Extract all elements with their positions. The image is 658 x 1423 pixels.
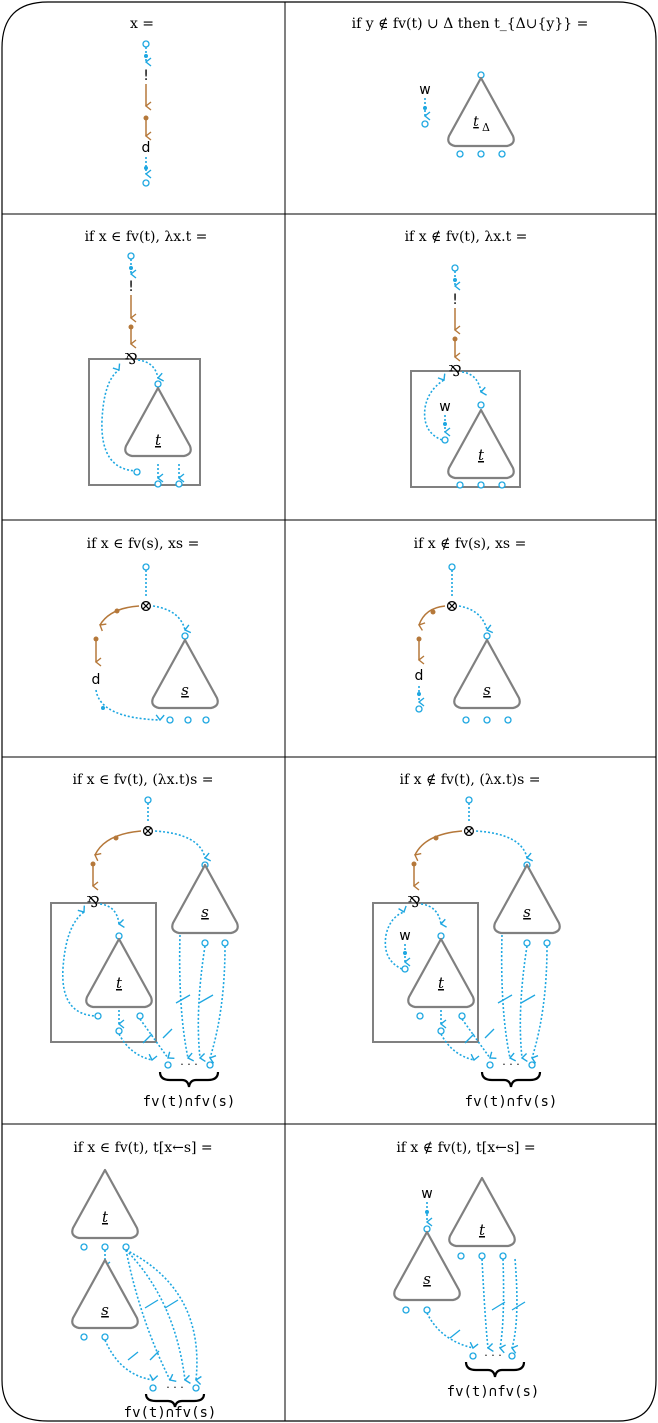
brace	[144, 1393, 206, 1408]
cell-caption: if x ∉ fv(t), (λx.t)s =	[400, 772, 541, 788]
box	[50, 902, 157, 1043]
weak-label: w	[399, 928, 410, 944]
brace	[464, 1361, 526, 1378]
term-s: s	[201, 903, 209, 921]
box	[372, 902, 479, 1043]
cell-es-in: if x ∈ fv(t), t[x←s] = t s · · · fv(t)∩f…	[71, 1140, 217, 1421]
term-t: t	[479, 1221, 486, 1239]
term-s: s	[423, 1270, 431, 1288]
dots: · · ·	[484, 1349, 501, 1362]
fv-intersection: fv(t)∩fv(s)	[143, 1094, 236, 1110]
tensor-label: ⊗	[141, 821, 154, 840]
tensor-label: ⊗	[445, 596, 458, 615]
tensor-label: ⊗	[462, 821, 475, 840]
box	[88, 358, 201, 486]
fv-intersection: fv(t)∩fv(s)	[465, 1094, 558, 1110]
term-t: t	[116, 974, 123, 992]
par-label: ⅋	[448, 362, 461, 380]
cell-caption: if x ∉ fv(s), xs =	[414, 536, 527, 552]
der-label: d	[142, 140, 151, 156]
cell-beta-out: if x ∉ fv(t), (λx.t)s = ⊗ s ⅋ t w	[372, 772, 561, 1110]
par-label: ⅋	[124, 350, 137, 368]
bang-label: !	[143, 68, 149, 84]
par-label: ⅋	[407, 893, 420, 911]
cell-lam-in: if x ∈ fv(t), λx.t = ! ⅋ t	[85, 229, 208, 488]
cell-app-out: if x ∉ fv(s), xs = ⊗ s d	[414, 536, 527, 724]
dots: · · ·	[502, 1058, 519, 1071]
der-label: d	[92, 672, 101, 688]
fv-intersection: fv(t)∩fv(s)	[124, 1405, 217, 1421]
cell-caption: if x ∈ fv(t), (λx.t)s =	[73, 772, 214, 788]
cell-caption: x =	[130, 16, 154, 32]
cell-caption: if x ∉ fv(t), λx.t =	[405, 229, 528, 245]
term-s: s	[101, 1301, 109, 1319]
term-t: t	[155, 431, 162, 449]
delta-subscript: Δ	[482, 121, 490, 134]
cell-lam-out: if x ∉ fv(t), λx.t = ! ⅋ t w	[405, 229, 528, 489]
dots: · · ·	[180, 1058, 197, 1071]
brace	[480, 1071, 542, 1088]
term-t: t	[478, 446, 485, 464]
dots: · · ·	[166, 1381, 183, 1394]
weak-label: w	[421, 1186, 432, 1202]
cell-caption: if x ∈ fv(s), xs =	[87, 536, 200, 552]
tensor-label: ⊗	[139, 596, 152, 615]
box	[410, 370, 521, 488]
cell-caption: if x ∈ fv(t), t[x←s] =	[73, 1140, 212, 1156]
bang-label: !	[452, 292, 458, 308]
term-s: s	[523, 903, 531, 921]
cell-es-out: if x ∉ fv(t), t[x←s] = t w s · · · fv(t)…	[393, 1140, 540, 1400]
term-t: t	[102, 1208, 109, 1226]
weak-label: w	[439, 399, 450, 415]
cell-beta-in: if x ∈ fv(t), (λx.t)s = ⊗ s ⅋ t	[50, 772, 239, 1110]
term-s: s	[483, 681, 491, 699]
cell-caption: if y ∉ fv(t) ∪ Δ then t_{Δ∪{y}} =	[352, 16, 589, 32]
term-s: s	[181, 681, 189, 699]
der-label: d	[415, 668, 424, 684]
bang-label: !	[128, 279, 134, 295]
cell-var: x = ! d	[130, 16, 154, 187]
term-t-delta: t	[473, 114, 479, 130]
brace	[158, 1071, 220, 1088]
term-t: t	[438, 974, 445, 992]
par-label: ⅋	[86, 893, 99, 911]
fv-intersection: fv(t)∩fv(s)	[447, 1384, 540, 1400]
cell-caption: if x ∈ fv(t), λx.t =	[85, 229, 208, 245]
cell-caption: if x ∉ fv(t), t[x←s] =	[396, 1140, 535, 1156]
cell-app-in: if x ∈ fv(s), xs = ⊗ s d	[87, 536, 219, 724]
weak-label: w	[419, 82, 430, 98]
cell-weak: if y ∉ fv(t) ∪ Δ then t_{Δ∪{y}} = w t Δ	[352, 16, 589, 158]
